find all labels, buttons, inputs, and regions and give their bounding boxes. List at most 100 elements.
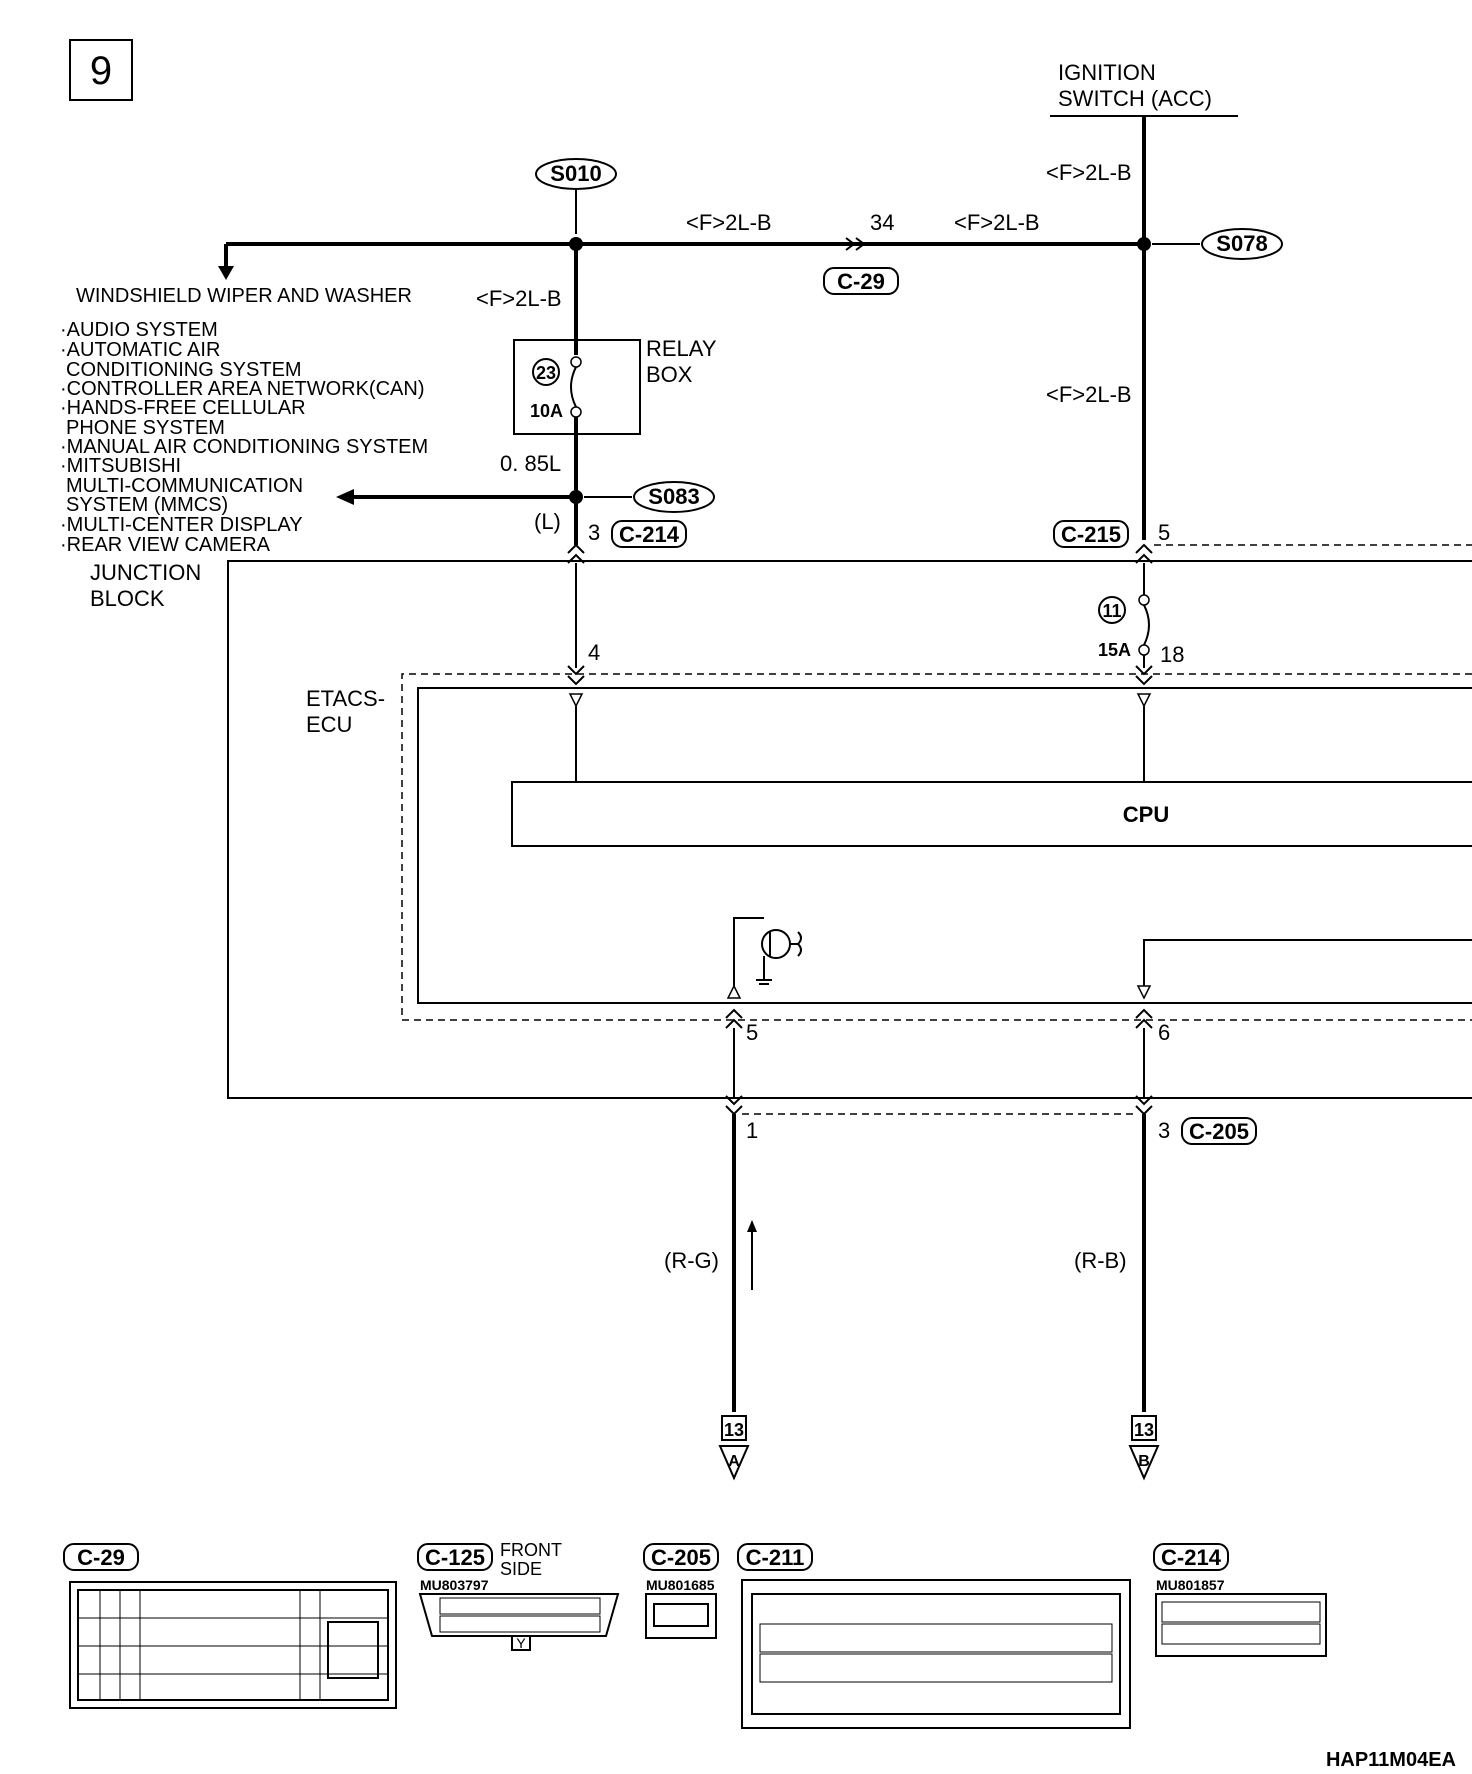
fuse-23-circle <box>532 358 560 386</box>
fuse-23-number: 23 <box>536 363 556 383</box>
signal-direction-arrow <box>747 1220 757 1232</box>
c29-pin-field <box>77 1589 389 1701</box>
pin-5b: 5 <box>746 1020 758 1045</box>
bottom-c205-label: C-205 <box>651 1545 711 1570</box>
splice-dot-s010 <box>569 237 583 251</box>
transistor-base-signal <box>790 931 802 957</box>
offpage-b-letter: B <box>1138 1453 1150 1470</box>
wire-label-top2: <F>2L-B <box>954 210 1040 235</box>
wire-label-085: 0. 85L <box>500 451 561 476</box>
offpage-a-page: 13 <box>724 1420 744 1440</box>
etacs-output-6 <box>1136 985 1152 1000</box>
c125-pin-grid <box>439 1597 601 1633</box>
system-item-0: ·AUDIO SYSTEM <box>60 319 218 341</box>
ignition-line1: IGNITION <box>1058 60 1156 85</box>
offpage-a-page-box <box>721 1415 747 1441</box>
bottom-c205-frame <box>643 1543 719 1571</box>
wire-label-top3: <F>2L-B <box>1046 160 1132 185</box>
bottom-c125-frame <box>417 1543 493 1571</box>
junction-block-line1: JUNCTION <box>90 560 201 585</box>
c211-pin-grid <box>759 1623 1113 1683</box>
relay-box-frame <box>513 339 641 435</box>
etacs-line1: ETACS- <box>306 686 385 711</box>
etacs-dashed-frame <box>401 673 1472 1021</box>
system-item-11: ·REAR VIEW CAMERA <box>60 534 271 556</box>
c214-pin-grid <box>1161 1601 1321 1645</box>
system-item-6: ·MANUAL AIR CONDITIONING SYSTEM <box>60 436 428 458</box>
wire-label-rg: (R-G) <box>664 1248 719 1273</box>
etacs-input-right <box>1136 693 1152 708</box>
offpage-b-page-box <box>1131 1415 1157 1441</box>
c211-inner <box>751 1593 1121 1715</box>
c214-part: MU801857 <box>1156 1577 1225 1593</box>
c125-key <box>511 1635 531 1651</box>
system-item-7: ·MITSUBISHI <box>60 455 181 477</box>
bottom-c214-label: C-214 <box>1161 1545 1222 1570</box>
fuse-23-bottom-terminal <box>570 406 582 418</box>
splice-s083: S083 <box>648 484 699 509</box>
splice-s010-ellipse <box>535 158 617 190</box>
pin-6: 6 <box>1158 1020 1170 1045</box>
bottom-c29-label: C-29 <box>77 1545 125 1570</box>
footer-code: HAP11M04EA <box>1326 1749 1456 1771</box>
c125-note2: SIDE <box>500 1559 542 1579</box>
conn-c214-frame <box>611 520 687 548</box>
c125-key-label: Y <box>516 1635 526 1651</box>
offpage-b-triangle <box>1128 1445 1160 1481</box>
jb-terminal-6 <box>1135 1008 1153 1029</box>
splice-s078-ellipse <box>1201 228 1283 260</box>
bottom-c211-frame <box>737 1543 813 1571</box>
jb-terminal-5 <box>725 1008 743 1029</box>
pin-3a: 3 <box>588 520 600 545</box>
offpage-b-page: 13 <box>1134 1420 1154 1440</box>
splice-dot-s083 <box>569 490 583 504</box>
fuse-23-element <box>570 366 577 408</box>
bottom-c29-frame <box>63 1543 139 1571</box>
page-number-box <box>69 39 133 101</box>
wire-label-l: (L) <box>534 509 561 534</box>
pin-34: 34 <box>870 210 894 235</box>
conn-c29-frame <box>823 267 899 295</box>
fuse-11-circle <box>1098 596 1126 624</box>
jb-terminal-left-top <box>567 543 585 564</box>
connector-mark-c29 <box>845 237 866 251</box>
splice-dot-s078 <box>1137 237 1151 251</box>
fuse-11-top-terminal <box>1138 594 1150 606</box>
splice-s010: S010 <box>550 161 601 186</box>
offpage-a-triangle <box>718 1445 750 1481</box>
etacs-input-left <box>568 693 584 708</box>
splice-s078: S078 <box>1216 231 1267 256</box>
conn-c215-frame <box>1053 520 1129 548</box>
pin-1: 1 <box>746 1118 758 1143</box>
c205-part: MU801685 <box>646 1577 715 1593</box>
jb-terminal-right-bottom <box>1135 665 1153 686</box>
conn-c29-label: C-29 <box>837 269 885 294</box>
system-item-4: ·HANDS-FREE CELLULAR <box>60 397 306 419</box>
pin-5a: 5 <box>1158 520 1170 545</box>
etacs-output-5 <box>726 984 742 999</box>
c29-pin-grid <box>78 1590 388 1700</box>
system-item-5: PHONE SYSTEM <box>66 417 225 439</box>
conn-c205-label: C-205 <box>1189 1119 1249 1144</box>
etacs-line2: ECU <box>306 712 352 737</box>
wire-label-right: <F>2L-B <box>1046 382 1132 407</box>
system-item-9: SYSTEM (MMCS) <box>66 494 228 516</box>
cpu-block <box>511 781 1472 847</box>
etacs-inner-frame <box>417 687 1472 1004</box>
ignition-line2: SWITCH (ACC) <box>1058 86 1212 111</box>
arrow-wiper <box>218 266 234 280</box>
c211-body <box>741 1579 1131 1729</box>
pin-3b: 3 <box>1158 1118 1170 1143</box>
relay-box-line1: RELAY <box>646 336 717 361</box>
wire-label-rb: (R-B) <box>1074 1248 1127 1273</box>
wire-label-left: <F>2L-B <box>476 286 562 311</box>
system-item-10: ·MULTI-CENTER DISPLAY <box>60 514 303 536</box>
conn-c214-label: C-214 <box>619 522 680 547</box>
c205-pin-field <box>653 1603 709 1627</box>
fuse-11-bottom-terminal <box>1138 644 1150 656</box>
splice-s083-ellipse <box>633 481 715 513</box>
bottom-c211-label: C-211 <box>746 1545 805 1570</box>
jb-terminal-left-bottom <box>567 665 585 686</box>
bottom-c214-frame <box>1153 1543 1229 1571</box>
